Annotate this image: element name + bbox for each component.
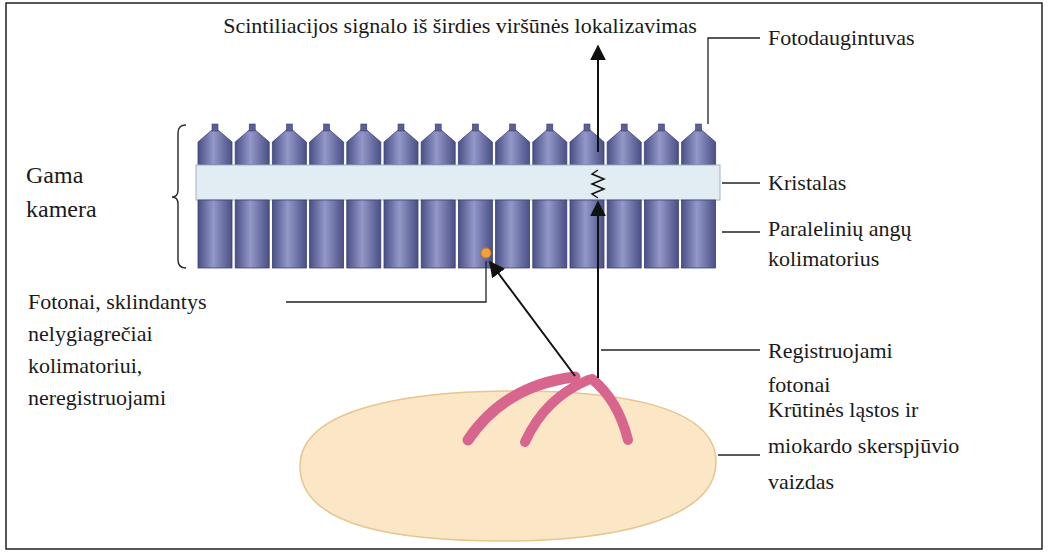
tube-cap [621, 124, 627, 131]
tube-cap [361, 124, 367, 131]
tube-cap [435, 124, 441, 131]
part-label: Krūtinės ląstos ir miokardo skerspjūvio … [768, 392, 968, 500]
collimator-septum [421, 200, 455, 268]
tube-cap [658, 124, 664, 131]
tube [458, 130, 492, 165]
bracket [172, 125, 186, 268]
collimator-septum [644, 200, 678, 268]
absorbed-photon [481, 248, 491, 258]
tube-cap [249, 124, 255, 131]
registered-photon [597, 202, 599, 378]
crystal [196, 165, 720, 200]
tube [272, 130, 306, 165]
collimator-septum [310, 200, 344, 268]
tube [421, 130, 455, 165]
tube [644, 130, 678, 165]
collimator-septum [384, 200, 418, 268]
tube [496, 130, 530, 165]
myocardium [468, 377, 628, 442]
collimator-septum [682, 200, 716, 268]
scintillation [592, 170, 604, 198]
tube [310, 130, 344, 165]
callout-label: Registruojami fotonai [768, 334, 938, 402]
tube-cap [510, 124, 516, 131]
tube-cap [286, 124, 292, 131]
tube-cap [584, 124, 590, 131]
collimator-septum [235, 200, 269, 268]
tube-cap [472, 124, 478, 131]
chest-section [300, 391, 716, 541]
frame [6, 3, 1042, 549]
collimator [198, 200, 716, 268]
tube [533, 130, 567, 165]
photomultiplier-tubes [198, 124, 716, 165]
tube-cap [212, 124, 218, 131]
tube-cap [696, 124, 702, 131]
tube-cap [398, 124, 404, 131]
part-label: Kristalas [768, 169, 1038, 197]
collimator-septum [533, 200, 567, 268]
callout-label: Fotonai, sklindantys nelygiagrečiai koli… [28, 286, 268, 414]
tube-cap [324, 124, 330, 131]
tube [235, 130, 269, 165]
tube [682, 130, 716, 165]
tube-cap [547, 124, 553, 131]
oblique-photon [490, 262, 575, 376]
signal-arrow [597, 46, 599, 152]
collimator-septum [272, 200, 306, 268]
tube [384, 130, 418, 165]
tube [347, 130, 381, 165]
part-label: Paralelinių angų kolimatorius [768, 214, 998, 274]
part-label: Fotodaugintuvas [768, 24, 1038, 52]
collimator-septum [198, 200, 232, 268]
collimator-septum [458, 200, 492, 268]
leader-lines [286, 38, 760, 455]
collimator-septum [496, 200, 530, 268]
tube [607, 130, 641, 165]
tube [198, 130, 232, 165]
group-label: Gama kamera [26, 158, 156, 226]
collimator-septum [347, 200, 381, 268]
collimator-septum [607, 200, 641, 268]
